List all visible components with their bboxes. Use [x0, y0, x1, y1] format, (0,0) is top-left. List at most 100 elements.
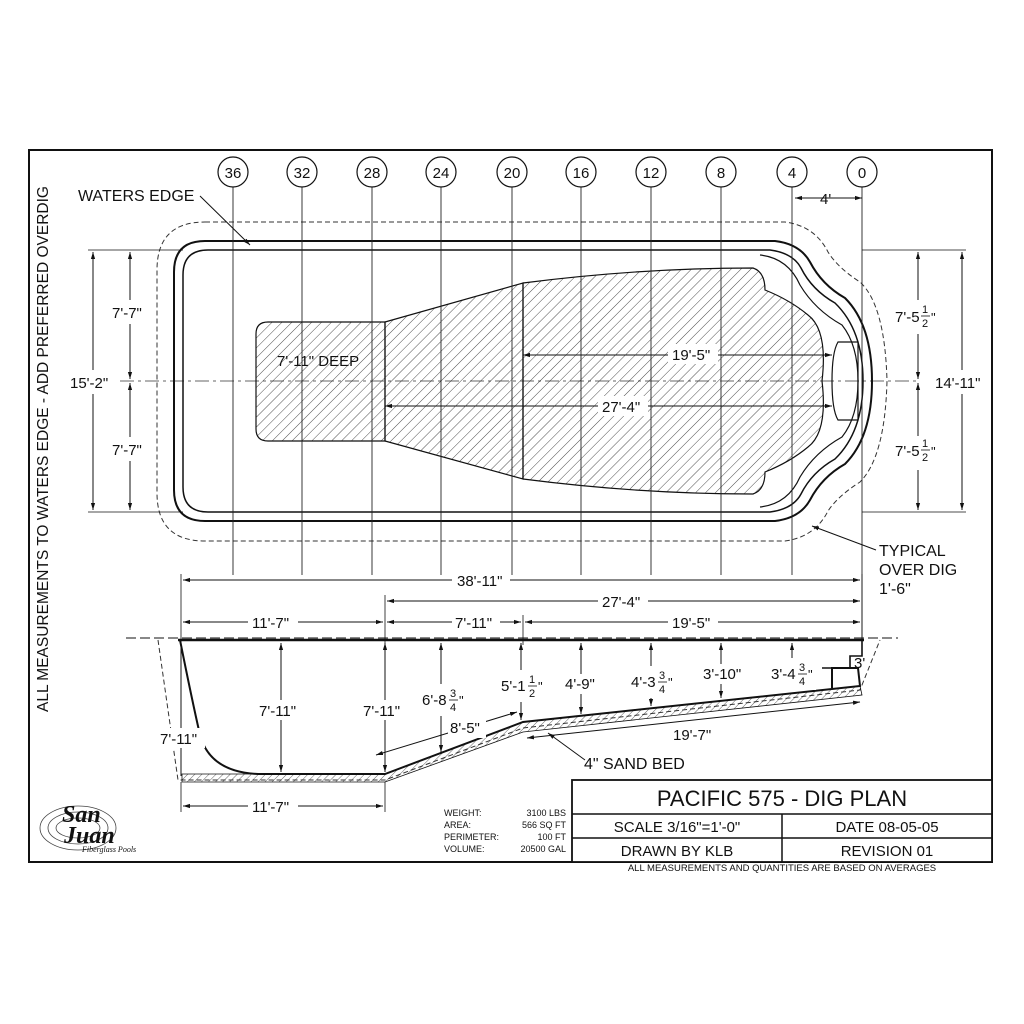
slope-8-5-line	[375, 711, 518, 756]
dim-right-upper-den: 2	[922, 318, 928, 330]
dim-4ft: 4'	[820, 191, 831, 208]
title-block-revision: REVISION 01	[841, 843, 934, 860]
station-label: 8	[717, 165, 725, 182]
frac-6-8-num: 3	[450, 688, 456, 700]
dim-right-upper-num: 1	[922, 304, 928, 316]
title-block-title: PACIFIC 575 - DIG PLAN	[657, 786, 907, 811]
dim-len-7-11: 7'-11"	[455, 615, 492, 632]
side-note: ALL MEASUREMENTS TO WATERS EDGE - ADD PR…	[35, 186, 52, 712]
station-guide-lines	[232, 187, 863, 640]
station-label: 4	[788, 165, 796, 182]
frac-5-1-num: 1	[529, 674, 535, 686]
overdig-outline	[156, 221, 888, 542]
dim-right-upper: 7'-5	[895, 309, 920, 326]
frac-5-1-tick: "	[538, 679, 543, 694]
station-markers: 36 32 28 24 20 16 12 8 4 0	[217, 156, 878, 188]
dim-right-lower: 7'-5	[895, 443, 920, 460]
dim-right-lower-num: 1	[922, 438, 928, 450]
frac-4-3-num: 3	[659, 670, 665, 682]
spec-label: WEIGHT:	[444, 808, 482, 818]
station-label: 24	[433, 165, 450, 182]
entry-steps	[822, 640, 863, 669]
excavation-outline	[157, 639, 881, 781]
dim-depth-4-3: 4'-3	[631, 674, 656, 691]
dim-slope-len: 27'-4"	[602, 399, 640, 416]
pool-inner-edge	[182, 249, 864, 513]
frac-6-8-den: 4	[450, 702, 456, 714]
station-label: 16	[573, 165, 590, 182]
spec-label: PERIMETER:	[444, 832, 499, 842]
station-label: 28	[364, 165, 381, 182]
dim-right-lower-tick: "	[931, 444, 936, 459]
over-dig-line3: 1'-6"	[879, 581, 911, 598]
spec-value: 20500 GAL	[520, 844, 566, 854]
title-block-scale: SCALE 3/16"=1'-0"	[614, 819, 741, 836]
title-block-footnote: ALL MEASUREMENTS AND QUANTITIES ARE BASE…	[628, 863, 936, 874]
frac-4-3-tick: "	[668, 675, 673, 690]
sheet-border	[28, 149, 993, 863]
waters-edge-label: WATERS EDGE	[78, 188, 194, 205]
station-label: 12	[643, 165, 660, 182]
frac-3-4-den: 4	[799, 676, 805, 688]
dim-right-upper-tick: "	[931, 310, 936, 325]
frac-3-4-tick: "	[808, 667, 813, 682]
station-label: 36	[225, 165, 242, 182]
floor-19-7-line	[526, 700, 861, 740]
dim-depth-left-wall: 7'-11"	[160, 731, 197, 748]
entry-bench	[831, 341, 859, 421]
dim-shallow-len: 19'-5"	[672, 347, 710, 364]
logo-line1: San	[62, 802, 101, 828]
frac-3-4-num: 3	[799, 662, 805, 674]
dim-right-total: 14'-11"	[935, 375, 980, 392]
dim-depth-5-1: 5'-1	[501, 678, 526, 695]
deep-floor-hatch	[255, 321, 386, 442]
frac-6-8-tick: "	[459, 693, 464, 708]
slope-hatch	[384, 282, 524, 480]
title-block-drawn-by: DRAWN BY KLB	[621, 843, 734, 860]
dim-depth-deep-center: 7'-11"	[259, 703, 296, 720]
waters-edge-leader	[199, 195, 251, 246]
dim-slope-8-5: 8'-5"	[450, 720, 480, 737]
dim-len-11-7-bottom: 11'-7"	[252, 799, 289, 816]
spec-value: 100 FT	[537, 832, 566, 842]
over-dig-line1: TYPICAL	[879, 543, 946, 560]
over-dig-leader	[811, 525, 877, 551]
pool-specs: WEIGHT: 3100 LBS AREA: 566 SQ FT PERIMETER: 1…	[444, 808, 567, 854]
dim-depth-6-8: 6'-8	[422, 692, 447, 709]
dim-overall-len: 38'-11"	[457, 573, 502, 590]
spec-value: 3100 LBS	[526, 808, 566, 818]
sand-bed-label: 4" SAND BED	[584, 756, 685, 773]
dim-len-19-5: 19'-5"	[672, 615, 710, 632]
title-block: PACIFIC 575 - DIG PLAN SCALE 3/16"=1'-0"…	[571, 779, 993, 874]
title-block-date: DATE 08-05-05	[835, 819, 938, 836]
logo-line2: Juan	[63, 823, 115, 849]
san-juan-logo: San Juan Fiberglass Pools	[39, 802, 136, 854]
dim-floor-19-7: 19'-7"	[673, 727, 711, 744]
logo-tagline: Fiberglass Pools	[81, 845, 136, 854]
dim-depth-4-9: 4'-9"	[565, 676, 595, 693]
station-label: 20	[504, 165, 521, 182]
deep-label: 7'-11" DEEP	[277, 353, 359, 370]
spec-label: VOLUME:	[444, 844, 485, 854]
dim-left-total: 15'-2"	[70, 375, 108, 392]
dim-len-11-7-top: 11'-7"	[252, 615, 289, 632]
over-dig-line2: OVER DIG	[879, 562, 957, 579]
dim-depth-deep-end: 7'-11"	[363, 703, 400, 720]
frac-5-1-den: 2	[529, 688, 535, 700]
dim-depth-3-4: 3'-4	[771, 666, 796, 683]
dim-depth-3-10: 3'-10"	[703, 666, 741, 683]
station-label: 32	[294, 165, 311, 182]
dim-len-27-4: 27'-4"	[602, 594, 640, 611]
dim-left-lower: 7'-7"	[112, 442, 142, 459]
spec-label: AREA:	[444, 820, 471, 830]
spec-value: 566 SQ FT	[522, 820, 567, 830]
station-label: 0	[858, 165, 866, 182]
frac-4-3-den: 4	[659, 684, 665, 696]
sand-bed-leader	[547, 732, 586, 761]
shallow-floor-hatch	[522, 267, 824, 495]
dim-right-lower-den: 2	[922, 452, 928, 464]
dim-depth-3: 3'	[854, 655, 865, 672]
dim-left-upper: 7'-7"	[112, 305, 142, 322]
pool-outer-edge	[173, 240, 874, 522]
